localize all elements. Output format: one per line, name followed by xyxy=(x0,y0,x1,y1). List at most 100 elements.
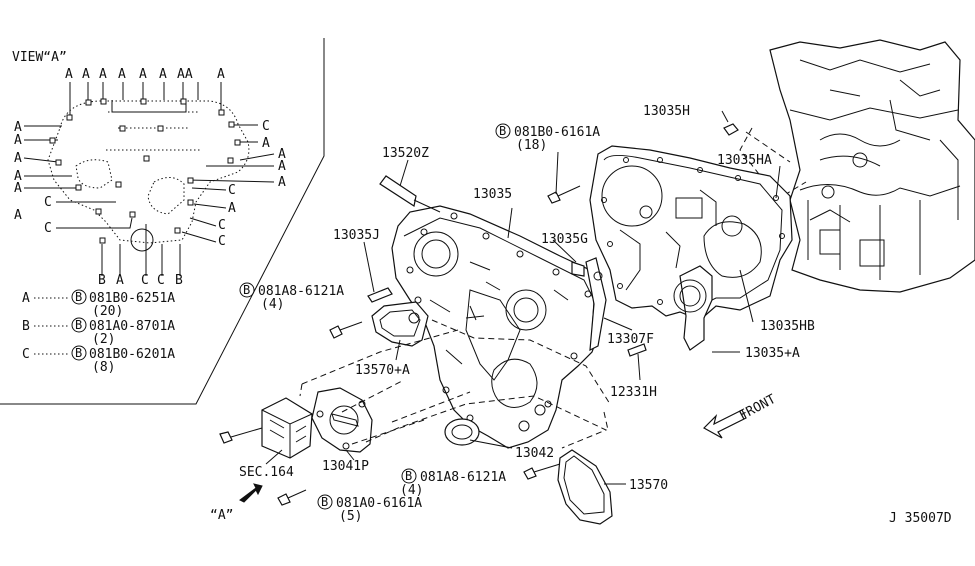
inset-bottom-letter: B xyxy=(175,273,183,288)
label-sec164: SEC.164 xyxy=(239,465,294,480)
inset-left-letter: C xyxy=(44,195,52,210)
label-13035g: 13035G xyxy=(541,232,588,247)
inset-right-letter: A xyxy=(228,201,236,216)
inset-top-letter: A xyxy=(65,67,73,82)
part-13041p-cover xyxy=(311,387,373,453)
label-12331h: 12331H xyxy=(610,385,657,400)
legend-qty-a: (20) xyxy=(92,304,123,319)
label-13570a: 13570+A xyxy=(355,363,410,378)
view-a-inset: VIEW“A” A A A A A A AA A A A A A A C C A… xyxy=(0,38,325,405)
inset-bottom-letter: A xyxy=(116,273,124,288)
inset-title: VIEW“A” xyxy=(12,50,67,65)
label-13035j: 13035J xyxy=(333,228,380,243)
label-13520z: 13520Z xyxy=(382,146,429,161)
legend-qty-c: (8) xyxy=(92,360,115,375)
bolt-b-symbol-icon xyxy=(495,123,511,139)
legend-key-a: A xyxy=(22,291,30,306)
diagram-id: J 35007D xyxy=(889,511,952,526)
inset-legend: A B 081B0-6251A (20) B B 081A0-8701A (2)… xyxy=(22,289,175,375)
inset-top-letter: A xyxy=(139,67,147,82)
inset-left-letter: C xyxy=(44,221,52,236)
inset-left-letter: A xyxy=(14,133,22,148)
bolt-callouts: B 081B0-6161A (18) B 081A8-6121A (4) B 0… xyxy=(239,123,600,524)
inset-leader-lines xyxy=(23,82,275,276)
inset-left-letter: A xyxy=(14,120,22,135)
bolt-qty-b4: (5) xyxy=(339,509,362,524)
inset-right-letter: A xyxy=(262,136,270,151)
bolt-symbol-letter: B xyxy=(321,495,328,509)
bolt-b-symbol-icon xyxy=(317,494,333,510)
inset-right-letter: C xyxy=(262,119,270,134)
part-13035h xyxy=(723,123,739,136)
inset-right-letter: A xyxy=(278,175,286,190)
inset-top-letter: A xyxy=(118,67,126,82)
inset-right-letter: C xyxy=(228,183,236,198)
inset-left-letter: A xyxy=(14,169,22,184)
part-sec164-module xyxy=(261,397,313,459)
label-13035hb: 13035HB xyxy=(760,319,815,334)
legend-key-b: B xyxy=(22,319,30,334)
part-13307f xyxy=(585,257,607,352)
inset-right-letter: C xyxy=(218,234,226,249)
part-13035j xyxy=(367,287,393,303)
bolt-qty-b1: (18) xyxy=(516,138,547,153)
assembly-dashed-lines xyxy=(299,319,611,449)
bolt-code-b2: 081A8-6121A xyxy=(258,284,344,299)
label-13307f: 13307F xyxy=(607,332,654,347)
label-13041p: 13041P xyxy=(322,459,369,474)
legend-code-a: 081B0-6251A xyxy=(89,291,175,306)
part-13035g xyxy=(571,261,585,277)
label-view-a: “A” xyxy=(210,508,233,523)
bolt-symbol-letter: B xyxy=(75,318,82,332)
inset-border xyxy=(0,38,325,405)
front-arrow-icon xyxy=(703,409,747,439)
bolt-symbol-letter: B xyxy=(75,290,82,304)
part-12331h xyxy=(627,343,647,357)
inset-top-letter: A xyxy=(82,67,90,82)
bolt-code-b4: 081A0-6161A xyxy=(336,496,422,511)
view-a-arrow-icon xyxy=(239,483,263,503)
inset-left-letter: A xyxy=(14,208,22,223)
bolt-qty-b3: (4) xyxy=(400,483,423,498)
part-13035-a xyxy=(679,265,713,351)
inset-bottom-letter: C xyxy=(141,273,149,288)
bolt-symbol-letter: B xyxy=(243,283,250,297)
inset-right-letter: A xyxy=(278,159,286,174)
bolt-qty-b2: (4) xyxy=(261,297,284,312)
label-13035ha: 13035HA xyxy=(717,153,772,168)
legend-key-c: C xyxy=(22,347,30,362)
inset-left-letter: A xyxy=(14,151,22,166)
bolt-symbol-letter: B xyxy=(75,346,82,360)
bolt-b-symbol-icon xyxy=(239,282,255,298)
label-front: FRONT xyxy=(737,392,779,424)
part-13570a xyxy=(371,301,429,347)
bolt-code-b1: 081B0-6161A xyxy=(514,125,600,140)
bolt-b-symbol-icon xyxy=(401,468,417,484)
bolt-symbol-letter: B xyxy=(405,469,412,483)
inset-right-letter: A xyxy=(278,147,286,162)
inset-bottom-letter: C xyxy=(157,273,165,288)
label-leader-lines xyxy=(265,110,781,485)
label-13042: 13042 xyxy=(515,446,554,461)
part-labels: 13035H 13035HA 13035HB 13035+A 13307F 12… xyxy=(210,104,952,526)
engine-block xyxy=(769,39,975,293)
part-13520z xyxy=(379,175,417,207)
bolt-b-symbol-icon xyxy=(71,317,87,333)
label-13035-a: 13035+A xyxy=(745,346,800,361)
legend-code-b: 081A0-8701A xyxy=(89,319,175,334)
inset-right-letter: C xyxy=(218,218,226,233)
legend-qty-b: (2) xyxy=(92,332,115,347)
part-13042-seal xyxy=(444,418,480,446)
part-13570 xyxy=(557,449,613,525)
inset-left-letter: A xyxy=(14,181,22,196)
inset-top-letter: A xyxy=(159,67,167,82)
bolt-code-b3: 081A8-6121A xyxy=(420,470,506,485)
legend-code-c: 081B0-6201A xyxy=(89,347,175,362)
inset-top-letter: A xyxy=(99,67,107,82)
bolts xyxy=(219,185,581,506)
inset-bolt-dots xyxy=(49,98,241,244)
label-13570: 13570 xyxy=(629,478,668,493)
inset-top-letter: AA xyxy=(177,67,193,82)
label-13035h: 13035H xyxy=(643,104,690,119)
